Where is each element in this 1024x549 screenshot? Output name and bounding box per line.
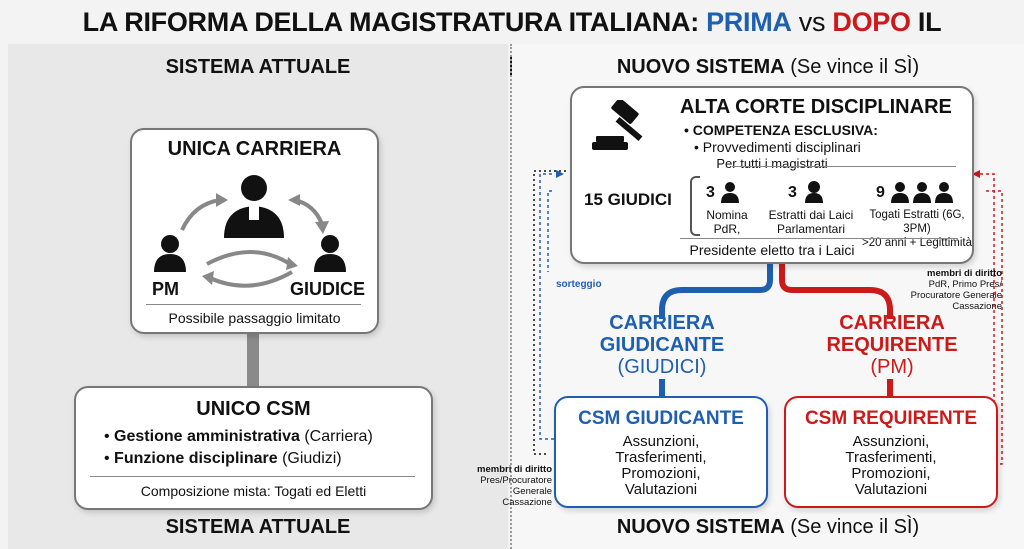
membri-right-line1: PdR, Primo Pres/ (928, 279, 1002, 290)
alta-corte-bullet1: • COMPETENZA ESCLUSIVA: (684, 122, 878, 138)
group2-label1: Estratti dai Laici (768, 208, 854, 222)
right-header-top: NUOVO SISTEMA (Se vince il SÌ) (512, 56, 1024, 79)
group3-label2: >20 anni + Legittimità (862, 237, 972, 249)
membri-right-line3: Cassazione (952, 301, 1002, 312)
csm-giudicante-line: Promozioni, (621, 465, 701, 482)
right-header-bottom-rest: (Se vince il SÌ) (784, 516, 920, 538)
giudici-brace (690, 176, 700, 236)
pm-label: PM (152, 279, 179, 299)
alta-corte-bullet2-text: Provvedimenti disciplinari (702, 139, 861, 155)
giudice-label: GIUDICE (290, 279, 366, 299)
group2-count: 3 (788, 184, 797, 201)
alta-corte-box: ALTA CORTE DISCIPLINARE • COMPETENZA ESC… (570, 86, 974, 264)
title-vs: vs (791, 7, 833, 37)
group2-label2: Parlamentari (776, 222, 846, 236)
carriera-giudicante: CARRIERA GIUDICANTE (GIUDICI) (582, 312, 742, 378)
csm-requirente-line: Trasferimenti, (845, 449, 937, 466)
carriera-giudicante-line2: GIUDICANTE (599, 334, 725, 356)
carriera-requirente: CARRIERA REQUIRENTE (PM) (812, 312, 972, 378)
togati-group-icon (891, 182, 953, 203)
carriera-giudicante-line3: (GIUDICI) (617, 356, 707, 378)
gavel-icon (592, 100, 643, 150)
csm-item-1-bold: Gestione amministrativa (114, 428, 300, 445)
left-header-bottom: SISTEMA ATTUALE (165, 516, 351, 538)
alta-corte-rule-bottom (680, 238, 958, 239)
membri-diritto-left: membri di diritto Pres/Procuratore Gener… (460, 464, 552, 508)
pdr-person-icon (721, 182, 739, 203)
laici-person-icon (805, 181, 823, 203)
right-header-bottom: NUOVO SISTEMA (Se vince il SÌ) (512, 516, 1024, 539)
title-dopo: DOPO (832, 7, 911, 37)
csm-requirente-line: Promozioni, (851, 465, 931, 482)
csm-footer: Composizione mista: Togati ed Eletti (140, 483, 367, 499)
arrow-swap-bottom (209, 270, 293, 288)
right-header-top-bold: NUOVO SISTEMA (616, 56, 785, 78)
membri-right-line2: Procuratore Generale (910, 290, 1002, 301)
csm-requirente-box: CSM REQUIRENTE Assunzioni, Trasferimenti… (784, 396, 998, 508)
alta-corte-title: ALTA CORTE DISCIPLINARE (680, 96, 952, 118)
judge-icon (224, 175, 284, 238)
unico-csm-title: UNICO CSM (196, 398, 311, 420)
arrow-swap-top (206, 250, 292, 266)
alta-corte-rule-top (732, 166, 956, 167)
csm-requirente-list: Assunzioni, Trasferimenti, Promozioni, V… (786, 434, 996, 498)
carriera-illustration (154, 175, 346, 288)
pm-person-icon (154, 235, 186, 272)
membri-left-line1: Pres/Procuratore (480, 475, 552, 486)
unica-carriera-title: UNICA CARRIERA (167, 138, 342, 160)
csm-giudicante-title: CSM GIUDICANTE (578, 408, 744, 429)
csm-requirente-line: Valutazioni (854, 481, 928, 498)
sorteggio-label: sorteggio (556, 279, 602, 290)
group3-labels: Togati Estratti (6G, 3PM) >20 anni + Legi… (862, 208, 972, 250)
main-title: LA RIFORMA DELLA MAGISTRATURA ITALIANA: … (0, 0, 1024, 81)
left-header-top: SISTEMA ATTUALE (165, 56, 351, 78)
alta-corte-footer: Presidente eletto tra i Laici (689, 242, 855, 258)
giudici-total: 15 GIUDICI (584, 190, 672, 209)
arrow-pm-judge (180, 198, 221, 231)
csm-rule (90, 476, 415, 477)
group1-label2: PdR, (713, 222, 741, 236)
carriera-requirente-line2: REQUIRENTE (826, 334, 958, 356)
membri-left-line3: Cassazione (502, 497, 552, 508)
membri-left-line2: Generale (512, 486, 552, 497)
alta-corte-bullet1-text: COMPETENZA ESCLUSIVA: (692, 122, 878, 138)
unica-carriera-box: UNICA CARRIERA PM GIUDICE Possibile pass… (130, 128, 379, 334)
right-header-top-rest: (Se vince il SÌ) (784, 56, 920, 78)
carriera-requirente-line3: (PM) (870, 356, 914, 378)
group3-label1: Togati Estratti (6G, 3PM) (869, 209, 965, 235)
csm-giudicante-list: Assunzioni, Trasferimenti, Promozioni, V… (556, 434, 766, 498)
group3-count: 9 (876, 184, 885, 201)
carriera-footer: Possibile passaggio limitato (168, 310, 341, 326)
csm-giudicante-line: Trasferimenti, (615, 449, 707, 466)
unico-csm-box: UNICO CSM • Gestione amministrativa (Car… (74, 386, 433, 510)
title-prima: PRIMA (706, 7, 792, 37)
csm-item-1: • Gestione amministrativa (Carriera) (104, 428, 373, 445)
carriera-giudicante-line1: CARRIERA (609, 312, 715, 334)
carriera-rule (146, 304, 361, 305)
panel-divider (510, 44, 512, 549)
csm-giudicante-line: Valutazioni (624, 481, 698, 498)
csm-requirente-line: Assunzioni, (852, 433, 930, 450)
csm-giudicante-box: CSM GIUDICANTE Assunzioni, Trasferimenti… (554, 396, 768, 508)
group1-label1: Nomina (706, 208, 748, 222)
alta-corte-bullet2: • Provvedimenti disciplinari (694, 139, 861, 155)
left-connector (247, 330, 259, 386)
title-part1: LA RIFORMA DELLA MAGISTRATURA ITALIANA: (82, 7, 707, 37)
membri-right-title: membri di diritto (927, 268, 1002, 279)
csm-item-2-bold: Funzione disciplinare (114, 450, 278, 467)
alta-corte-subline: Per tutti i magistrati (716, 156, 828, 171)
csm-item-2-rest: (Giudizi) (277, 450, 342, 467)
carriera-requirente-line1: CARRIERA (839, 312, 945, 334)
csm-giudicante-line: Assunzioni, (622, 433, 700, 450)
csm-requirente-title: CSM REQUIRENTE (804, 408, 978, 429)
giudice-person-icon (314, 235, 346, 272)
group1-count: 3 (706, 184, 715, 201)
membri-left-title: membri di diritto (477, 464, 552, 475)
right-header-bottom-bold: NUOVO SISTEMA (616, 516, 785, 538)
csm-item-2: • Funzione disciplinare (Giudizi) (104, 450, 342, 467)
csm-item-1-rest: (Carriera) (299, 428, 373, 445)
membri-diritto-right: membri di diritto PdR, Primo Pres/ Procu… (898, 268, 1002, 312)
